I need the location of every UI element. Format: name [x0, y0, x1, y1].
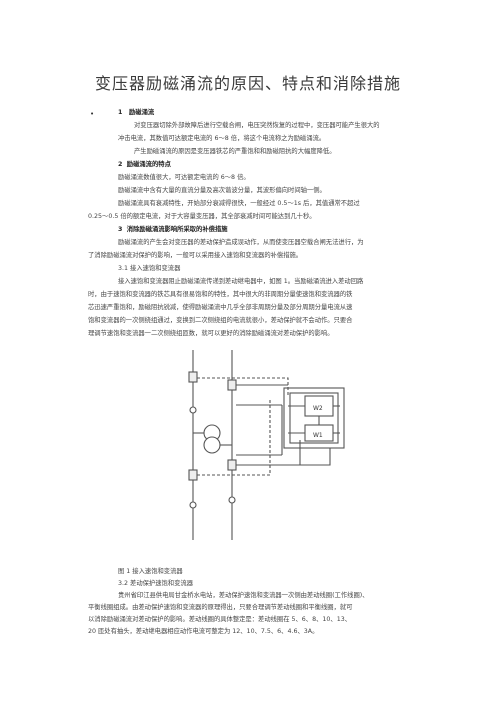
section-3-para-1a: 励磁涌流的产生会对变压器的差动保护造成误动作，从而使变压器空载合闸无法进行，为 — [118, 239, 364, 246]
section-1-para-1b: 冲击电流，其数值可达额定电流的 6～8 倍，将这个电流称之为励磁涌流。 — [118, 135, 326, 142]
subsection-3-1-line-1: 接入速饱和变流器阻止励磁涌流传递到差动继电器中，如图 1。当励磁涌流进入差动回路 — [118, 278, 364, 285]
coil-w1-label: W1 — [313, 432, 323, 439]
subsection-3-2-line-2: 平衡线圈组成。由差动保护速饱和变流器的原理得出，只要合理调节差动线圈和平衡线圈，… — [88, 604, 353, 611]
section-2-line-3b: 0.25～0.5 倍的额定电流，对于大容量变压器，其全部衰减时间可能达到几十秒。 — [88, 213, 316, 220]
section-3-title: 消除励磁涌流影响所采取的补偿措施 — [126, 226, 228, 233]
subsection-3-2-line-3: 以消除励磁涌流对差动保护的影响。差动线圈的具体整定是：差动线圈在 5、6、8、1… — [88, 616, 352, 623]
section-1-heading: 1 励磁涌流 — [118, 107, 154, 118]
section-2-title: 励磁涌流的特点 — [126, 161, 171, 168]
section-2-line-2: 励磁涌流中含有大量的直流分量及高次谐波分量，其波形偏向时间轴一侧。 — [118, 187, 326, 194]
subsection-3-1-line-3: 芯迅速严重饱和，励磁阻抗锐减，使得励磁涌流中几乎全部非周期分量及部分周期分量电流… — [88, 304, 353, 311]
section-1-para-2: 产生励磁涌流的原因是变压器铁芯的严重饱和和励磁阻抗的大幅度降低。 — [134, 148, 336, 155]
section-2-number: 2 — [118, 161, 123, 168]
subsection-3-2-heading: 3.2 差动保护速饱和变流器 — [118, 580, 193, 587]
section-3-heading: 3 消除励磁涌流影响所采取的补偿措施 — [118, 224, 228, 235]
subsection-3-1-line-2: 时，由于速饱和变流器的铁芯具有很易饱和的特性，其中很大的非周期分量使速饱和变流器… — [88, 291, 353, 298]
bullet-marker: • — [90, 110, 95, 118]
section-2-line-3a: 励磁涌流具有衰减特性，开始部分衰减得很快，一般经过 0.5～1s 后，其值通常不… — [118, 200, 360, 207]
subsection-3-1-line-5: 理调节速饱和变流器一二次侧绕组匝数，就可以更好的消除励磁涌流对差动保护的影响。 — [88, 330, 334, 337]
section-3-para-1b: 了消除励磁涌流对保护的影响，一般可以采用接入速饱和变流器的补偿措施。 — [88, 252, 303, 259]
subsection-3-2-line-4: 20 匝处有抽头，差动继电器相应动作电流可整定为 12、10、7.5、6、4.6… — [88, 628, 319, 635]
section-2-line-1: 励磁涌流数值很大，可达额定电流的 6～8 倍。 — [118, 174, 250, 181]
subsection-3-1-line-4: 饱和变流器的一次侧绕组通过，变换到二次侧绕组的电流就很小，差动保护就不会动作。只… — [88, 317, 353, 324]
subsection-3-1-heading: 3.1 接入速饱和变流器 — [118, 265, 181, 272]
section-3-number: 3 — [118, 226, 123, 233]
coil-w2-label: W2 — [313, 405, 323, 412]
section-1-number: 1 — [118, 109, 123, 116]
page-title: 变压器励磁涌流的原因、特点和消除措施 — [94, 74, 401, 93]
section-1-para-1a: 对变压器切除外部故障后进行空载合闸，电压突然恢复的过程中，变压器可能产生很大的 — [134, 122, 380, 129]
section-1-title: 励磁涌流 — [128, 109, 155, 116]
subsection-3-2-line-1: 贵州省印江县供电局甘金桥水电站，差动保护速饱和变流器一次侧由差动线圈(工作线圈)… — [118, 592, 369, 599]
figure-caption: 图 1 接入速饱和变流器 — [118, 568, 183, 575]
section-2-heading: 2 励磁涌流的特点 — [118, 159, 171, 170]
